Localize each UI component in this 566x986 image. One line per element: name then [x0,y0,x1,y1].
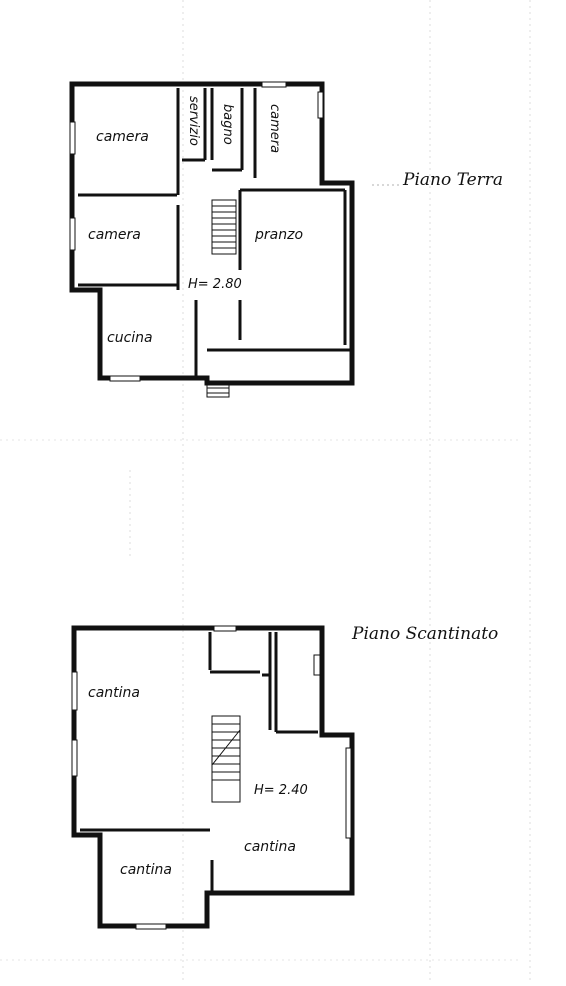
basement-title: Piano Scantinato [352,624,499,644]
room-label-cucina: cucina [107,330,153,346]
ceiling-height-label: H= 2.80 [188,277,242,292]
basement-stair [211,715,241,803]
room-label-cantina: cantina [120,862,172,878]
room-label-servizio: servizio [186,96,201,146]
basement-windows [71,625,352,930]
ground-floor-inner-walls [78,88,352,378]
ground-floor-stair [211,199,237,255]
ground-floor-entrance-steps [206,382,230,398]
basement-outer-walls [71,625,355,929]
room-label-bagno: bagno [220,104,235,145]
room-label-camera: camera [96,129,149,145]
ceiling-height-label: H= 2.40 [254,783,308,798]
guide-grid [0,0,531,982]
ground-floor-title: Piano Terra [403,170,504,190]
room-label-pranzo: pranzo [255,227,304,243]
room-label-camera: camera [88,227,141,243]
room-label-cantina: cantina [244,839,296,855]
room-label-cantina: cantina [88,685,140,701]
room-label-camera: camera [267,104,282,154]
ground-floor-windows [69,81,324,382]
basement-inner-walls [80,632,318,893]
